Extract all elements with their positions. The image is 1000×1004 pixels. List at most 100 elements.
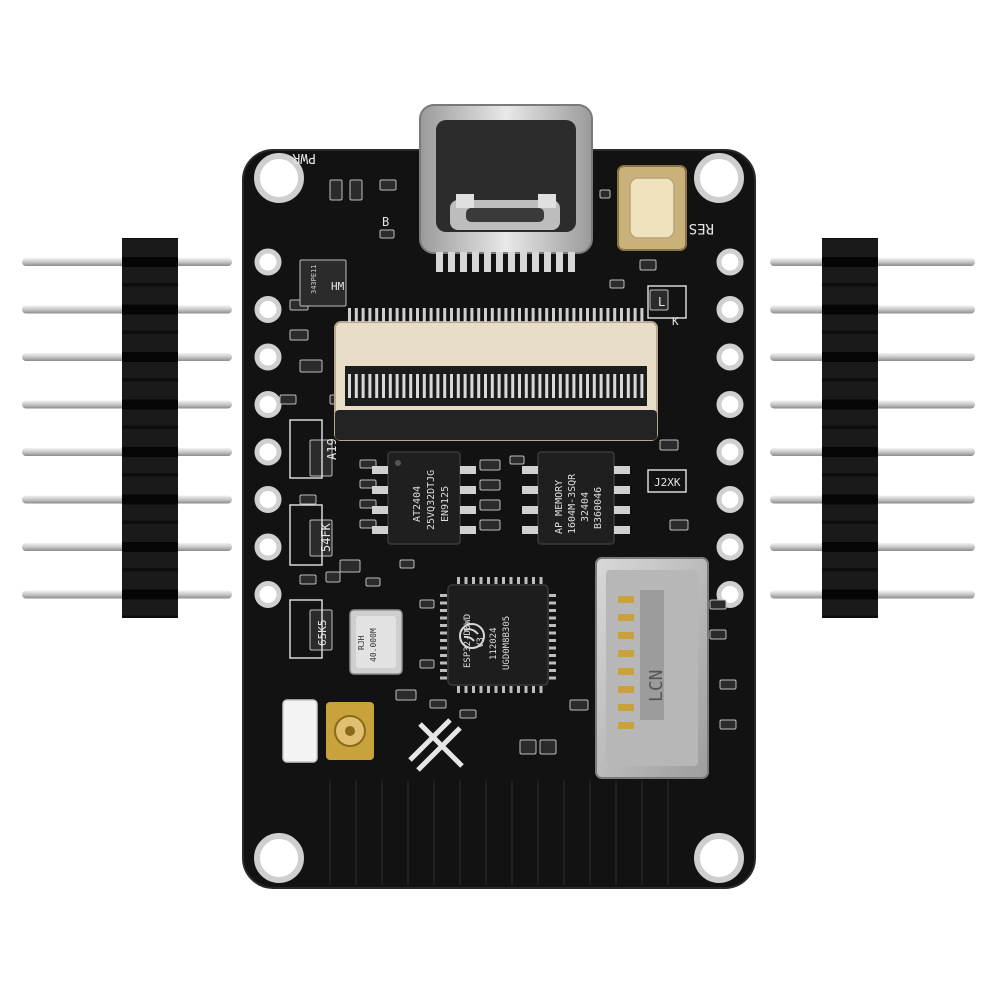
silk-l: L [658,295,665,309]
qfn-lead [440,654,447,657]
edge-pad [254,486,282,513]
fpc-contact [538,374,542,398]
header-groove [822,399,878,410]
fpc-top-pin [361,308,365,322]
fpc-contact [382,374,385,398]
mounting-hole [694,833,744,883]
smd-part [309,439,333,477]
smd-part [299,494,317,505]
ic-lead [522,486,538,494]
fpc-top-pin [382,308,385,322]
fpc-top-pin [524,308,528,322]
fpc-contact [504,374,508,398]
qfn-lead [440,676,447,680]
fpc-contact [606,374,610,398]
qfn-lead [487,686,490,693]
fpc-contact [450,374,453,398]
fpc-contact [416,374,419,398]
fpc-top-pin [456,308,460,322]
fpc-top-pin [633,308,637,322]
fpc-top-pin [388,308,392,322]
qfn-lead [502,577,505,584]
fpc-top-pin [484,308,487,322]
qfn-lead [464,686,468,693]
fpc-contact [579,374,583,398]
fpc-top-pin [504,308,508,322]
header-groove [822,589,878,600]
smd-part [519,739,537,755]
qfn-lead [440,639,447,642]
fpc-contact [626,374,630,398]
fpc-top-pin [538,308,542,322]
fpc-top-pin [477,308,481,322]
header-groove [122,399,178,410]
psram-line3: 32404 [580,492,591,522]
fpc-top-pin [450,308,453,322]
header-groove [822,304,878,315]
fpc-contact [402,374,406,398]
silk-box [289,599,323,659]
mcu-leads [440,577,556,693]
edge-pad [254,343,282,371]
crystal-oscillator: RJH 40.000M [349,609,403,675]
fpc-top-pin [558,308,562,322]
qfn-lead [440,594,447,597]
ic-lead [460,506,476,514]
header-groove [122,494,178,505]
qfn-lead [440,661,447,665]
usb-pin [544,252,551,272]
edge-pad [716,343,744,371]
fpc-top-pin [395,308,399,322]
header-groove [122,257,178,267]
ic-lead [522,526,538,534]
fpc-top-pin [470,308,474,322]
fpc-contact [490,374,494,398]
usb-c-connector [419,104,593,272]
fpc-contact [613,374,617,398]
ic-lead [372,486,388,494]
silk-65k5: 65K5 [316,620,329,647]
edge-pad [254,248,282,276]
qfn-lead [479,686,483,693]
fpc-contact [558,374,562,398]
fpc-contact [484,374,487,398]
mcu-line3: 112024 [489,627,499,660]
smd-part [479,519,501,531]
silk-box [647,469,687,493]
mounting-hole [254,153,304,203]
qfn-lead [509,577,513,584]
qfn-lead [457,577,460,584]
mcu-line1: ESP32-D0WD [463,614,473,668]
fpc-contact [565,374,569,398]
usb-pin [496,252,503,272]
fpc-top-pin [592,308,596,322]
fpc-contact [429,374,433,398]
fpc-top-pin [640,308,644,322]
edge-pad [716,391,744,418]
fpc-top-pin [572,308,576,322]
qfn-lead [539,686,543,693]
fpc-top-pin [409,308,413,322]
qfn-lead [524,686,528,693]
silk-k: K [672,315,679,328]
usb-pin [436,252,443,272]
qfn-lead [517,577,520,584]
qfn-lead [524,577,528,584]
fpc-top-pin [565,308,569,322]
smd-part [325,571,341,583]
qfn-lead [472,686,475,693]
bottom-edge-traces [329,780,669,885]
usb-pins [436,252,575,272]
edge-pad [254,296,282,323]
ic-lead [522,506,538,514]
ic-lead [522,466,538,474]
qfn-lead [440,616,447,620]
ic-lead [614,486,630,494]
edge-pad [716,486,744,513]
usb-pin [460,252,467,272]
fpc-top-pin [586,308,589,322]
smd-part [569,699,589,711]
header-groove [822,257,878,267]
u-fl-antenna-connector [326,702,374,760]
psram-leads [522,466,630,534]
